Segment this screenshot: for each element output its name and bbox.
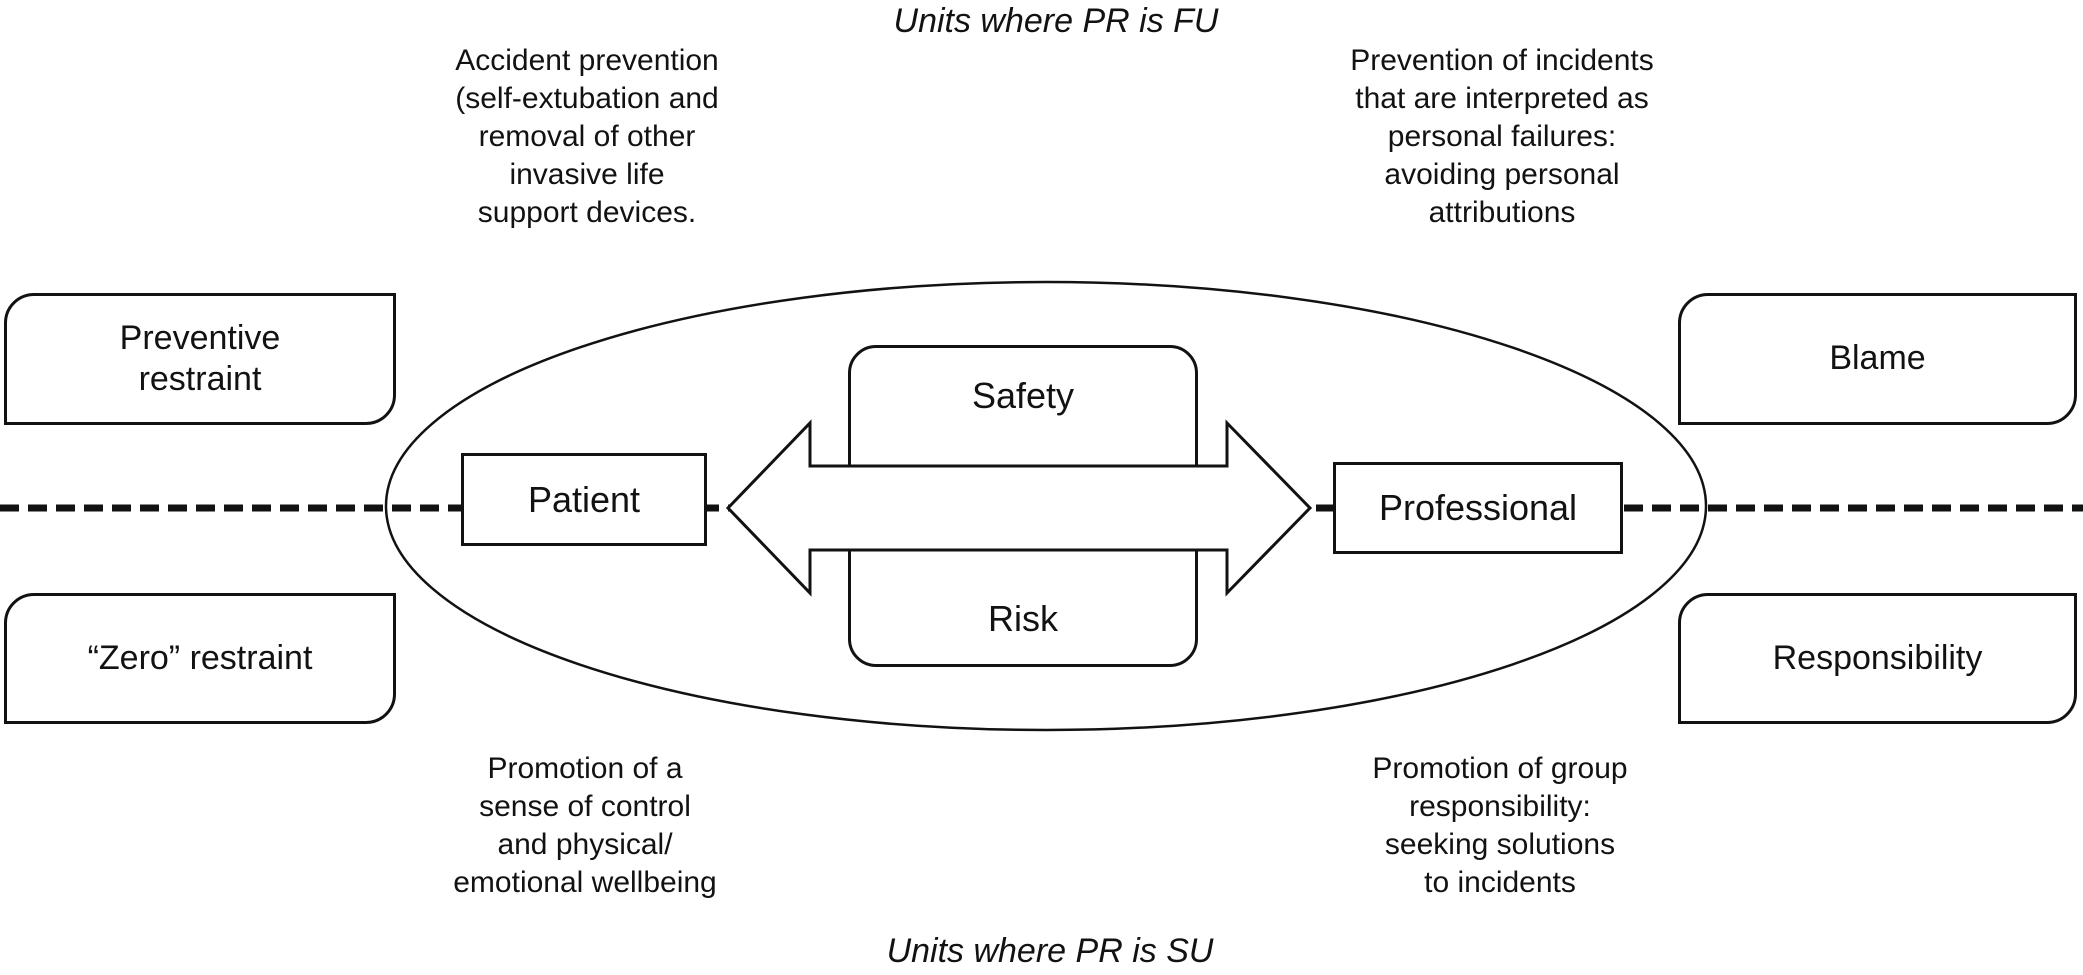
annotation-top-left: Accident prevention (self-extubation and…	[455, 44, 719, 229]
patient-box: Patient	[461, 453, 707, 546]
safety-box: Safety	[848, 345, 1198, 505]
responsibility-label: Responsibility	[1772, 638, 1983, 677]
annotation-bottom-right: Promotion of group responsibility: seeki…	[1372, 752, 1628, 899]
title-bottom: Units where PR is SU	[886, 932, 1214, 970]
professional-label: Professional	[1378, 487, 1578, 529]
safety-label: Safety	[971, 375, 1075, 416]
blame-label: Blame	[1829, 339, 1926, 378]
annotation-top-right: Prevention of incidents that are interpr…	[1350, 44, 1654, 229]
blame-box: Blame	[1678, 293, 2077, 425]
preventive-restraint-label: Preventive restraint	[119, 318, 281, 398]
zero-restraint-box: “Zero” restraint	[4, 593, 396, 724]
responsibility-box: Responsibility	[1678, 593, 2077, 724]
zero-restraint-label: “Zero” restraint	[87, 638, 313, 677]
risk-box: Risk	[848, 510, 1198, 667]
professional-box: Professional	[1333, 462, 1623, 554]
risk-label: Risk	[988, 598, 1058, 639]
annotation-bottom-left: Promotion of a sense of control and phys…	[453, 752, 717, 899]
patient-label: Patient	[527, 478, 641, 520]
preventive-restraint-box: Preventive restraint	[4, 293, 396, 425]
title-top: Units where PR is FU	[893, 2, 1219, 40]
